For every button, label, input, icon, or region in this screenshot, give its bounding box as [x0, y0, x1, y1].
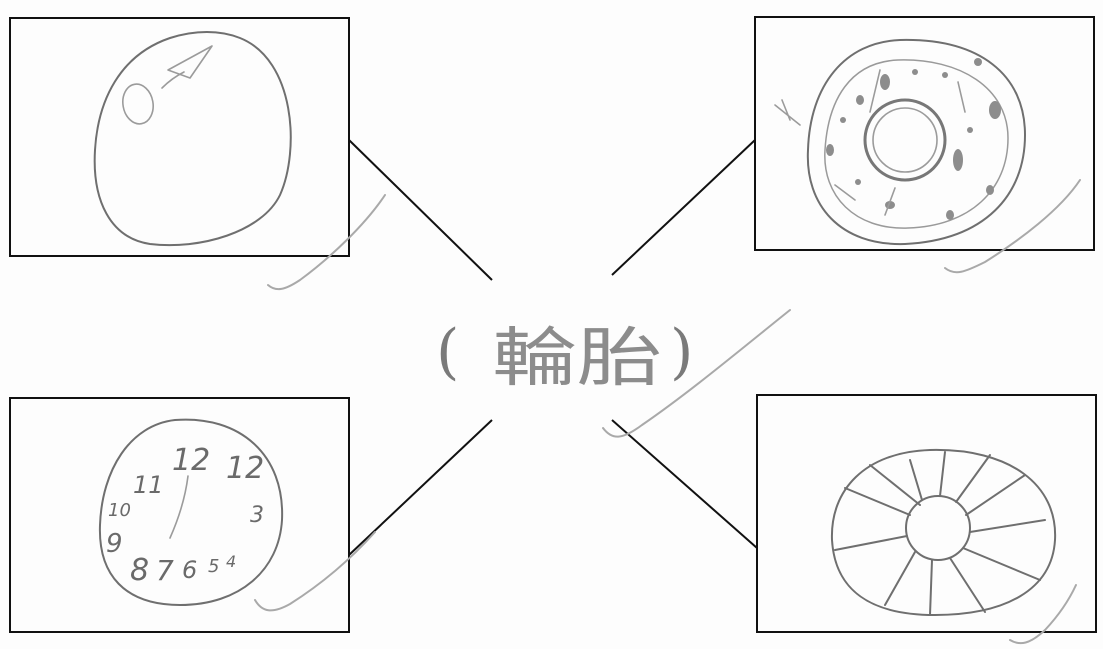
face-mouth-mark: [161, 71, 185, 89]
wheel-hub: [905, 495, 971, 561]
answer-area: ( 輪胎 ): [436, 317, 693, 396]
clock-number-3: 3: [250, 503, 264, 528]
clock-number-5: 5: [208, 556, 219, 577]
answer-handwriting: 輪胎: [492, 322, 662, 396]
check-mark-face: [267, 194, 386, 291]
clock-number-12-left: 12: [172, 443, 210, 478]
clock-number-9: 9: [106, 529, 123, 559]
face-eye: [122, 83, 154, 125]
cell-picture: [754, 16, 1095, 251]
answer-open-paren: (: [436, 317, 459, 387]
cell-nucleus-inner: [872, 107, 938, 173]
check-mark-cell: [944, 179, 1081, 274]
clock-number-11: 11: [133, 471, 164, 499]
connector-line-bottom-left: [348, 419, 493, 556]
clock-picture: 12 12 11 10 9 8 7 6 5 4 3: [9, 397, 350, 633]
wheel-picture-frame: [756, 394, 1097, 633]
check-mark-answer: [602, 309, 791, 438]
cell-nucleus: [863, 98, 947, 182]
cell-outer-membrane: [806, 38, 1026, 246]
answer-close-paren: ): [670, 317, 693, 387]
cell-picture-frame: [754, 16, 1095, 251]
check-mark-clock: [254, 531, 376, 612]
face-picture: [9, 17, 350, 257]
wheel-outer-rim: [830, 448, 1057, 616]
face-nose: [167, 45, 213, 79]
wheel-picture: [756, 394, 1097, 633]
clock-numbers: 12 12 11 10 9 8 7 6 5 4 3: [106, 443, 264, 588]
clock-picture-frame: [9, 397, 350, 633]
clock-number-12-right: 12: [226, 451, 264, 486]
cell-organelles: [826, 58, 1001, 220]
clock-number-6: 6: [182, 556, 197, 584]
connector-line-top-right: [611, 139, 756, 276]
clock-number-10: 10: [108, 500, 131, 521]
clock-number-4: 4: [226, 552, 236, 571]
clock-hand: [169, 475, 189, 539]
connector-line-top-left: [348, 139, 493, 281]
clock-outline: [98, 418, 284, 606]
face-outline: [93, 31, 292, 247]
clock-number-8: 8: [130, 553, 149, 588]
cell-inner-membrane: [824, 59, 1009, 229]
check-mark-wheel: [1009, 584, 1077, 645]
wheel-spokes: [834, 451, 1046, 616]
face-picture-frame: [9, 17, 350, 257]
clock-number-7: 7: [156, 554, 174, 587]
connector-line-bottom-right: [611, 419, 758, 549]
cell-extra-strokes: [774, 69, 966, 216]
